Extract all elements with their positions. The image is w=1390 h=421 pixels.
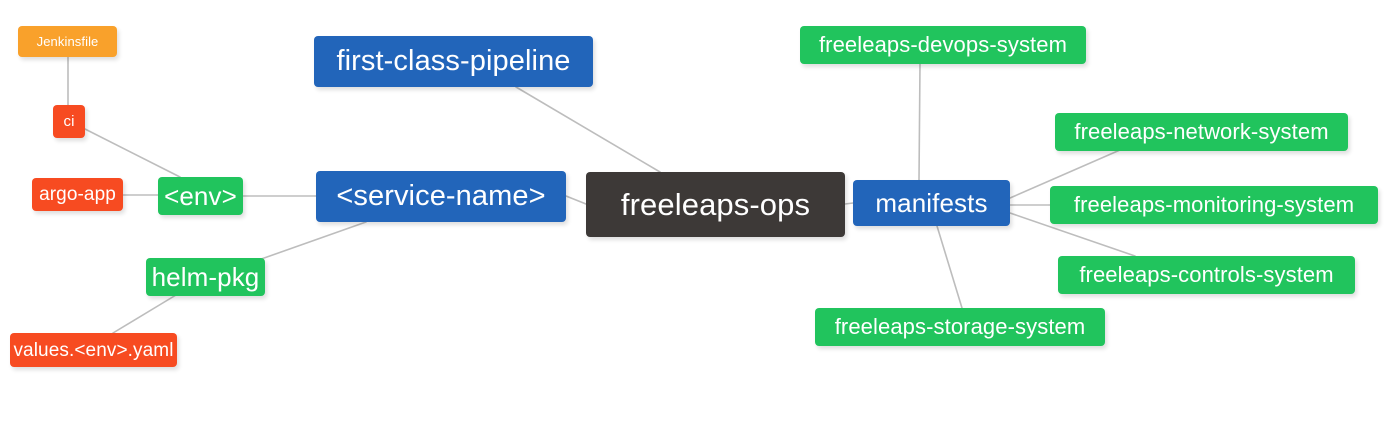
node-ci[interactable]: ci xyxy=(53,105,85,138)
node-service-name[interactable]: <service-name> xyxy=(316,171,566,222)
node-freeleaps-devops-system[interactable]: freeleaps-devops-system xyxy=(800,26,1086,64)
node-env-label: <env> xyxy=(164,181,237,211)
node-freeleaps-devops-system-label: freeleaps-devops-system xyxy=(818,32,1068,57)
node-manifests[interactable]: manifests xyxy=(853,180,1010,226)
node-freeleaps-controls-system-label: freeleaps-controls-system xyxy=(1079,262,1334,287)
node-env[interactable]: <env> xyxy=(158,177,243,215)
node-values-yaml-label: values.<env>.yaml xyxy=(13,339,174,361)
node-freeleaps-storage-system[interactable]: freeleaps-storage-system xyxy=(815,308,1105,346)
edge-service-name-helm-pkg xyxy=(249,221,367,264)
node-helm-pkg[interactable]: helm-pkg xyxy=(146,258,265,296)
edge-root-manifests xyxy=(844,202,854,205)
node-freeleaps-ops-root[interactable]: freeleaps-ops xyxy=(586,172,845,237)
node-freeleaps-monitoring-system-label: freeleaps-monitoring-system xyxy=(1073,192,1355,217)
edge-helm-pkg-values-yaml xyxy=(112,294,177,334)
node-freeleaps-network-system[interactable]: freeleaps-network-system xyxy=(1055,113,1348,151)
edge-root-service-name xyxy=(565,195,587,205)
edge-root-first-class-pipeline xyxy=(515,86,661,173)
edge-env-ci xyxy=(84,128,181,178)
node-first-class-pipeline-label: first-class-pipeline xyxy=(336,45,571,77)
node-values-yaml[interactable]: values.<env>.yaml xyxy=(10,333,177,367)
node-ci-label: ci xyxy=(63,113,75,130)
node-freeleaps-ops-label: freeleaps-ops xyxy=(620,187,811,222)
node-freeleaps-storage-system-label: freeleaps-storage-system xyxy=(834,314,1086,339)
node-helm-pkg-label: helm-pkg xyxy=(151,262,260,292)
node-argo-app-label: argo-app xyxy=(39,184,116,205)
node-jenkinsfile-label: Jenkinsfile xyxy=(36,34,99,49)
node-manifests-label: manifests xyxy=(875,188,988,218)
node-freeleaps-network-system-label: freeleaps-network-system xyxy=(1074,119,1329,144)
edge-manifests-devops-system xyxy=(918,63,921,181)
node-argo-app[interactable]: argo-app xyxy=(32,178,123,211)
node-jenkinsfile[interactable]: Jenkinsfile xyxy=(18,26,117,57)
node-first-class-pipeline[interactable]: first-class-pipeline xyxy=(314,36,593,87)
node-freeleaps-monitoring-system[interactable]: freeleaps-monitoring-system xyxy=(1050,186,1378,224)
edge-manifests-storage-system xyxy=(936,225,963,309)
node-service-name-label: <service-name> xyxy=(336,180,546,212)
node-freeleaps-controls-system[interactable]: freeleaps-controls-system xyxy=(1058,256,1355,294)
